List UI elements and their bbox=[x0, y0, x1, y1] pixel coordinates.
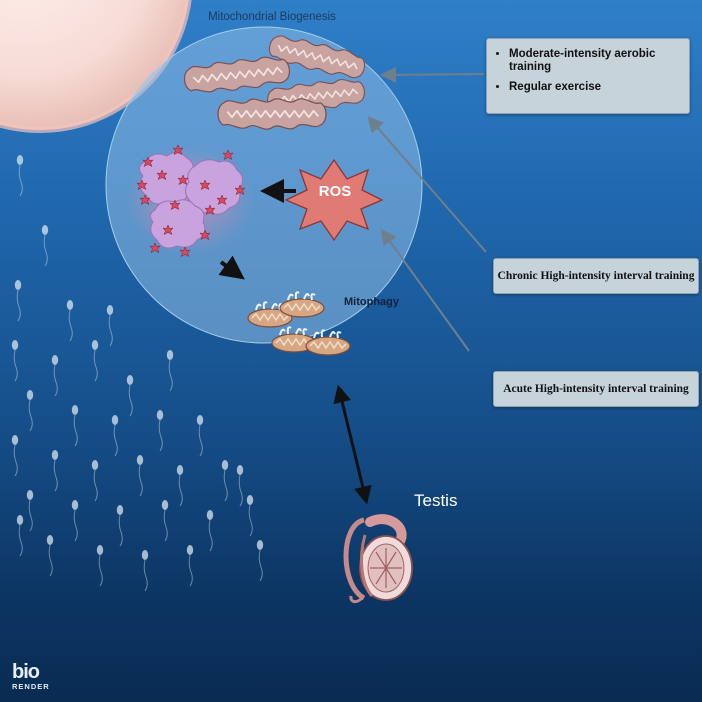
egg-cell-illustration bbox=[0, 0, 192, 133]
damaged-mitochondria-cluster bbox=[125, 144, 255, 257]
circle-testis-double-arrow bbox=[333, 384, 372, 505]
moderate-aerobic-item: Moderate-intensity aerobic training bbox=[509, 48, 689, 74]
logo-subtext: RENDER bbox=[12, 682, 50, 691]
acute-hiit-box: Acute High-intensity interval training bbox=[493, 371, 699, 407]
testis-label: Testis bbox=[414, 491, 458, 510]
ros-star bbox=[284, 158, 384, 242]
acute-arrow bbox=[380, 228, 470, 352]
regular-exercise-item: Regular exercise bbox=[509, 81, 689, 94]
damage-to-mitophagy-arrow bbox=[218, 255, 245, 280]
mitochondrial-biogenesis-label: Mitochondrial Biogenesis bbox=[208, 11, 336, 23]
chronic-arrow bbox=[367, 115, 487, 253]
mitophagy-label: Mitophagy bbox=[344, 296, 399, 308]
moderate-arrow bbox=[380, 66, 485, 83]
biorender-logo: bio RENDER bbox=[12, 662, 50, 691]
testis-illustration bbox=[343, 514, 413, 604]
logo-mark: bio bbox=[12, 661, 40, 683]
chronic-hiit-box: Chronic High-intensity interval training bbox=[493, 258, 699, 294]
moderate-training-box: Moderate-intensity aerobic training Regu… bbox=[486, 38, 690, 114]
ros-label: ROS bbox=[318, 183, 352, 200]
